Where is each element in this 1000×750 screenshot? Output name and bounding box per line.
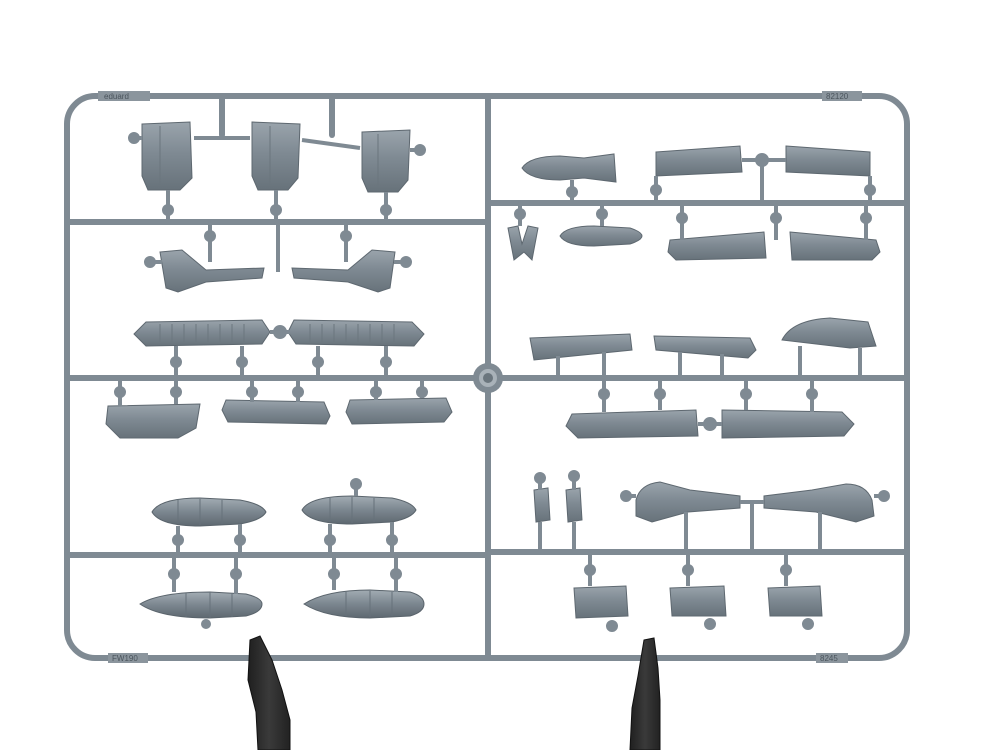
parts-stabilisers [159, 249, 396, 293]
parts-right-middle [529, 317, 877, 439]
brand-mark-label: eduard [104, 92, 129, 101]
gates-lower-panels [114, 378, 428, 406]
parts-drop-tanks [139, 495, 425, 619]
display-stands [247, 635, 661, 750]
sprue-frame [64, 93, 910, 661]
gates-right-middle [556, 346, 862, 431]
parts-long-panels [133, 319, 425, 347]
frame-code-right-label: 8245 [820, 654, 838, 663]
part-number-label: 82120 [826, 92, 849, 101]
gates-stabilisers [144, 222, 412, 272]
parts-lower-panels [105, 397, 453, 439]
gates-long-panels [170, 325, 392, 378]
frame-code-left-label: FW190 [112, 654, 138, 663]
sprue-hub [473, 363, 503, 393]
gates-right-top [514, 153, 876, 240]
frame-labels: eduard 82120 FW190 8245 [98, 91, 862, 663]
parts-right-top [507, 145, 881, 262]
gates-drop-tanks [168, 478, 402, 629]
gates-cowlings [128, 132, 426, 222]
gates-right-lower [534, 470, 890, 632]
parts-right-lower [533, 481, 875, 619]
parts-cowlings [141, 121, 411, 193]
